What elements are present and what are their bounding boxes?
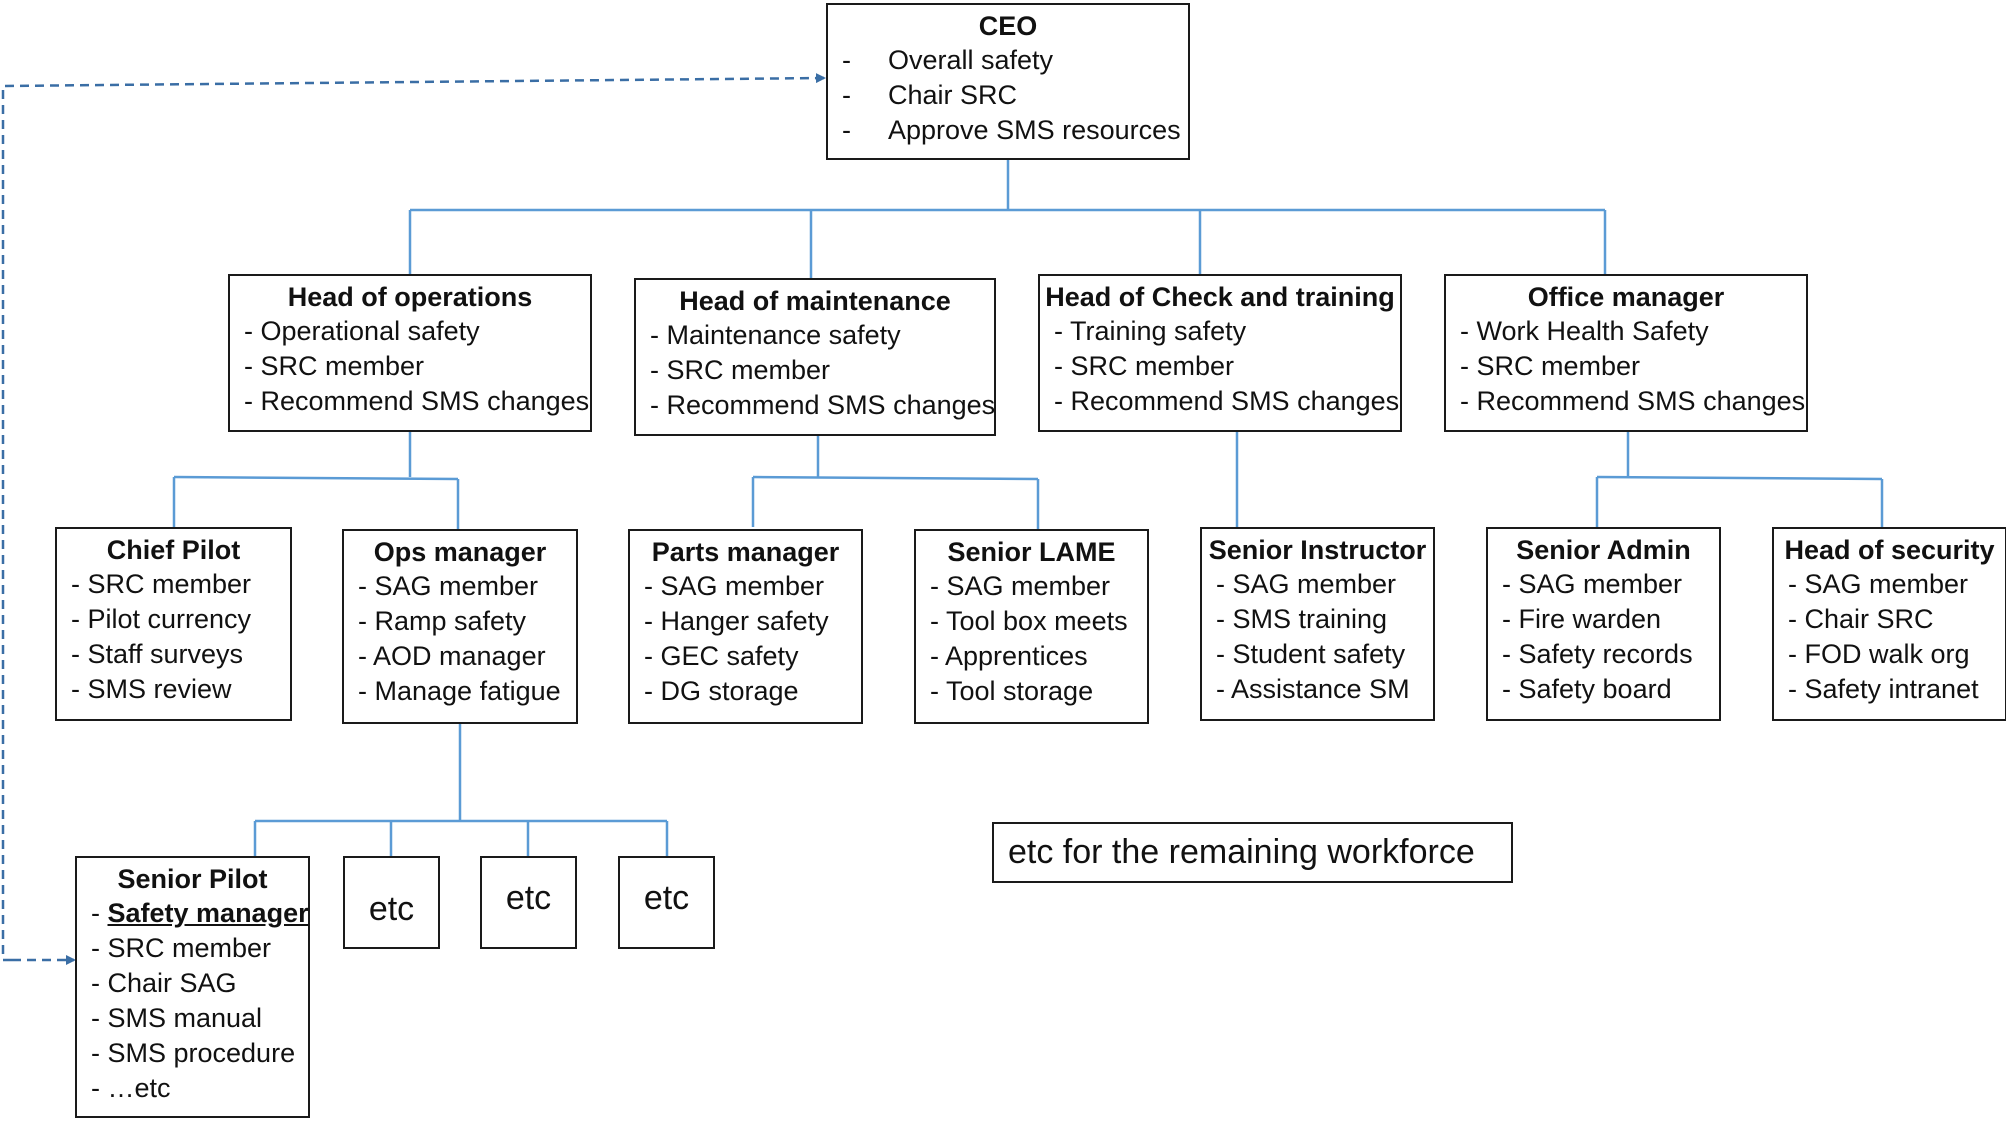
connector-ops-bus (173, 475, 459, 481)
staff-item: - SAG member (1216, 569, 1397, 599)
staff-title: Parts manager (651, 537, 840, 567)
staff-item: - Hanger safety (644, 606, 829, 636)
head-item: - Recommend SMS changes (244, 386, 590, 416)
staff-item: - AOD manager (358, 641, 546, 671)
head-title: Office manager (1527, 282, 1725, 312)
senior-pilot-item: - …etc (91, 1073, 171, 1103)
senior-pilot-item: - Chair SAG (91, 968, 237, 998)
staff-title: Senior Instructor (1208, 535, 1427, 565)
head-title: Head of Check and training (1045, 282, 1395, 312)
remaining-workforce-note: etc for the remaining workforce (992, 822, 1513, 883)
parts-manager-box: Parts manager - SAG member - Hanger safe… (628, 529, 863, 724)
ceo-box: CEO -Overall safety -Chair SRC -Approve … (826, 3, 1190, 160)
senior-instructor-box: Senior Instructor - SAG member - SMS tra… (1200, 527, 1435, 721)
staff-item: - Assistance SM (1216, 674, 1410, 704)
ceo-item: -Chair SRC (842, 80, 1018, 110)
safety-manager-item: - Safety manager (91, 898, 309, 928)
head-title: Head of maintenance (679, 286, 951, 316)
etc-box: etc (480, 856, 577, 949)
staff-item: - Apprentices (930, 641, 1088, 671)
head-item: - SRC member (1460, 351, 1641, 381)
senior-pilot-item: - SRC member (91, 933, 272, 963)
dashed-arrow-to-ceo (1, 73, 826, 962)
staff-item: - SAG member (644, 571, 825, 601)
head-of-maintenance-box: Head of maintenance - Maintenance safety… (634, 278, 996, 436)
ceo-item: -Approve SMS resources (842, 115, 1181, 145)
staff-item: - Chair SRC (1788, 604, 1934, 634)
staff-item: - Safety board (1502, 674, 1672, 704)
head-item: - Operational safety (244, 316, 480, 346)
staff-title: Senior Admin (1516, 535, 1691, 565)
head-item: - Recommend SMS changes (1054, 386, 1400, 416)
staff-title: Chief Pilot (106, 535, 241, 565)
head-item: - SRC member (650, 355, 831, 385)
staff-title: Senior LAME (947, 537, 1116, 567)
head-item: - Work Health Safety (1460, 316, 1709, 346)
head-title: Head of operations (287, 282, 533, 312)
senior-pilot-title: Senior Pilot (117, 864, 268, 894)
head-item: - SRC member (1054, 351, 1235, 381)
staff-item: - DG storage (644, 676, 799, 706)
head-item: - Training safety (1054, 316, 1247, 346)
staff-item: - Staff surveys (71, 639, 244, 669)
staff-item: - Safety records (1502, 639, 1693, 669)
senior-lame-box: Senior LAME - SAG member - Tool box meet… (914, 529, 1149, 724)
staff-item: - SRC member (71, 569, 252, 599)
connector-maint-bus (752, 475, 1039, 481)
head-of-security-box: Head of security - SAG member - Chair SR… (1772, 527, 2006, 721)
staff-item: - SMS review (71, 674, 232, 704)
etc-box: etc (343, 856, 440, 949)
head-of-check-box: Head of Check and training - Training sa… (1038, 274, 1402, 432)
staff-item: - Manage fatigue (358, 676, 561, 706)
head-of-operations-box: Head of operations - Operational safety … (228, 274, 592, 432)
staff-item: - SAG member (358, 571, 539, 601)
senior-pilot-item: - SMS procedure (91, 1038, 296, 1068)
etc-box: etc (618, 856, 715, 949)
staff-item: - FOD walk org (1788, 639, 1970, 669)
ceo-item: -Overall safety (842, 45, 1054, 75)
staff-item: - Tool box meets (930, 606, 1128, 636)
staff-item: - Safety intranet (1788, 674, 1979, 704)
senior-admin-box: Senior Admin - SAG member - Fire warden … (1486, 527, 1721, 721)
head-item: - Recommend SMS changes (1460, 386, 1806, 416)
office-manager-box: Office manager - Work Health Safety - SR… (1444, 274, 1808, 432)
staff-title: Ops manager (373, 537, 547, 567)
head-item: - SRC member (244, 351, 425, 381)
chief-pilot-box: Chief Pilot - SRC member - Pilot currenc… (55, 527, 292, 721)
staff-item: - Student safety (1216, 639, 1406, 669)
staff-item: - GEC safety (644, 641, 799, 671)
head-item: - Recommend SMS changes (650, 390, 996, 420)
senior-pilot-item: - SMS manual (91, 1003, 263, 1033)
head-item: - Maintenance safety (650, 320, 901, 350)
ceo-title: CEO (978, 11, 1038, 41)
connector-office-bus (1596, 475, 1883, 481)
staff-item: - SAG member (1788, 569, 1969, 599)
senior-pilot-box: Senior Pilot - Safety manager - SRC memb… (75, 856, 310, 1118)
staff-title: Head of security (1784, 535, 1995, 565)
staff-item: - SMS training (1216, 604, 1388, 634)
staff-item: - Fire warden (1502, 604, 1662, 634)
staff-item: - SAG member (1502, 569, 1683, 599)
staff-item: - Pilot currency (71, 604, 252, 634)
staff-item: - SAG member (930, 571, 1111, 601)
ops-manager-box: Ops manager - SAG member - Ramp safety -… (342, 529, 578, 724)
staff-item: - Ramp safety (358, 606, 527, 636)
staff-item: - Tool storage (930, 676, 1094, 706)
